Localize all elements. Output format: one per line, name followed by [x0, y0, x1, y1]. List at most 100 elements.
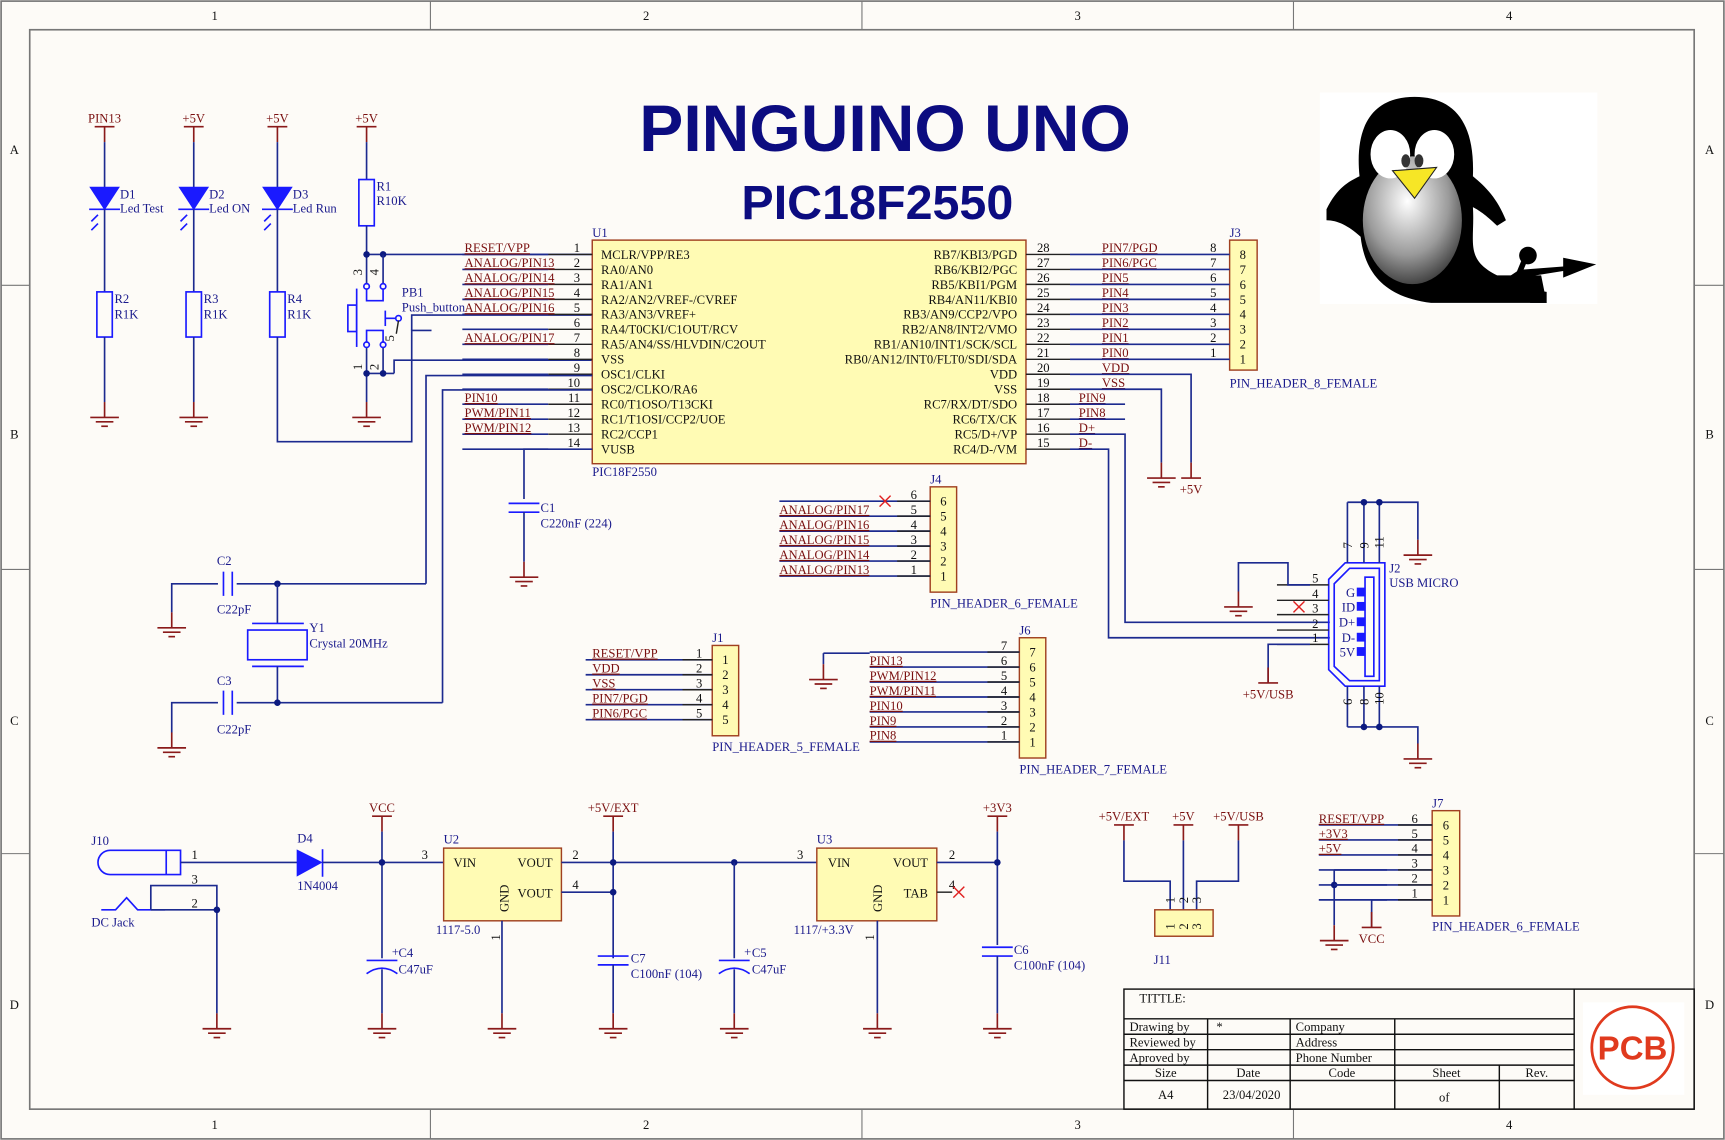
power-port: +5V/USB: [1213, 810, 1264, 841]
u1-pin-number: 12: [567, 406, 580, 420]
j10-value: DC Jack: [91, 915, 135, 929]
j11-body: [1154, 909, 1214, 937]
approved-by-label: Aproved by: [1129, 1051, 1190, 1065]
j1-pin-label: 5: [722, 713, 728, 727]
usb-pin-number: 1: [1312, 631, 1318, 645]
reviewed-by-label: Reviewed by: [1129, 1035, 1196, 1049]
power-port-label: +5V/USB: [1243, 687, 1294, 701]
u1-pin-number: 6: [574, 316, 580, 330]
power-port-label: +5V: [1172, 810, 1195, 824]
power-port-label: +5V: [1180, 482, 1203, 496]
net-label: ANALOG/PIN13: [779, 563, 869, 577]
frame-row-label: D: [10, 998, 19, 1012]
frame-column-label: 3: [1075, 9, 1081, 23]
u1-pin-name: RA1/AN1: [601, 278, 653, 292]
power-port: VCC: [369, 801, 395, 832]
pin-number: 4: [949, 878, 956, 892]
j6-pin-label: 1: [1029, 735, 1035, 749]
u1-pin-name: RA5/AN4/SS/HLVDIN/C2OUT: [601, 338, 766, 352]
junction-dot: [274, 699, 281, 707]
j6-ref: J6: [1019, 623, 1030, 637]
capacitor: [222, 571, 234, 596]
led-triangle: [178, 186, 210, 211]
power-port: +5V: [1172, 810, 1195, 841]
net-label: RESET/VPP: [465, 241, 530, 255]
j11-ref: J11: [1154, 953, 1171, 967]
c4-value: C47uF: [399, 963, 433, 977]
u1-pin-number: 23: [1037, 316, 1050, 330]
u1-pin-name: RB2/AN8/INT2/VMO: [902, 323, 1017, 337]
j1-pin-number: 3: [696, 677, 702, 691]
frame-column-label: 4: [1506, 1118, 1513, 1132]
drawing-by-value: *: [1216, 1020, 1222, 1034]
power-port: VCC: [1359, 912, 1385, 946]
frame-column-label: 4: [1506, 9, 1513, 23]
button-value: Push_button: [402, 301, 466, 315]
u1-pin-name: RC2/CCP1: [601, 428, 658, 442]
u1-ref: U1: [592, 226, 607, 240]
junction-dot: [274, 580, 281, 588]
resistor-ref: R2: [114, 292, 129, 306]
ground-symbol: [157, 612, 187, 638]
net-label: RESET/VPP: [592, 647, 657, 661]
net-label: VDD: [1102, 361, 1129, 375]
pin-number: 1: [192, 848, 198, 862]
net-label: VSS: [592, 677, 615, 691]
u1-pin-number: 11: [568, 391, 580, 405]
c1-ref: C1: [541, 501, 556, 515]
pin-number: 3: [351, 269, 365, 275]
usb-inner: [1333, 567, 1381, 682]
u1-pin-name: OSC2/CLKO/RA6: [601, 383, 697, 397]
date-label: Date: [1236, 1066, 1260, 1080]
address-label: Address: [1296, 1035, 1338, 1049]
pin-number: 4: [368, 268, 382, 275]
power-port-label: +5V: [355, 111, 378, 125]
frame-column-label: 2: [643, 9, 649, 23]
pin-number: 3: [797, 848, 803, 862]
nc-stroke: [879, 495, 892, 508]
j3-pin-label: 1: [1240, 353, 1246, 367]
u3-pin-name: GND: [871, 885, 885, 912]
usb-pin-number: 5: [1312, 572, 1318, 586]
vss-wire: [1070, 388, 1163, 463]
rev-label: Rev.: [1525, 1066, 1548, 1080]
ground-symbol: [863, 1013, 892, 1039]
power-port-label: +5V: [266, 111, 289, 125]
j4-value: PIN_HEADER_6_FEMALE: [930, 597, 1078, 611]
net-label: PIN8: [1079, 406, 1106, 420]
ground-symbol: [352, 402, 381, 428]
ground-symbol: [1403, 743, 1433, 769]
c6-ref: C6: [1014, 943, 1029, 957]
j6-pin-number: 3: [1001, 699, 1007, 713]
frame-row-label: B: [10, 427, 18, 441]
frame-column-label: 1: [211, 9, 217, 23]
wire: [149, 884, 218, 1014]
net-label: ANALOG/PIN16: [779, 518, 869, 532]
net-label: ANALOG/PIN17: [465, 331, 555, 345]
j3-pin-label: 6: [1240, 278, 1246, 292]
ground-symbol: [809, 664, 838, 690]
u1-pin-number: 9: [574, 361, 580, 375]
u3-pin-name: VOUT: [893, 856, 928, 870]
usb-contact: [1356, 647, 1366, 656]
net-label: PIN7/PGD: [1102, 241, 1158, 255]
j4-pin-number: 5: [911, 503, 917, 517]
u1-pin-name: VSS: [994, 383, 1017, 397]
vusb-wire: [523, 448, 593, 499]
led-ref: D1: [120, 187, 135, 201]
j7-pin-number: 2: [1412, 872, 1418, 886]
pin-lead: [395, 320, 400, 334]
usb-pin-number: 4: [1312, 587, 1319, 601]
j4-body: [929, 486, 958, 593]
j6-pin-label: 4: [1029, 690, 1036, 704]
size-value: A4: [1158, 1088, 1174, 1102]
u1-pin-number: 20: [1037, 361, 1050, 375]
usb-contact: [1356, 617, 1366, 627]
power-port: +5V/USB: [1243, 667, 1294, 701]
u1-pin-name: RA4/T0CKI/C1OUT/RCV: [601, 323, 738, 337]
pin-number: 1: [489, 934, 503, 940]
usb-pin-number: 6: [1341, 699, 1355, 705]
j3-pin-number: 5: [1210, 286, 1216, 300]
